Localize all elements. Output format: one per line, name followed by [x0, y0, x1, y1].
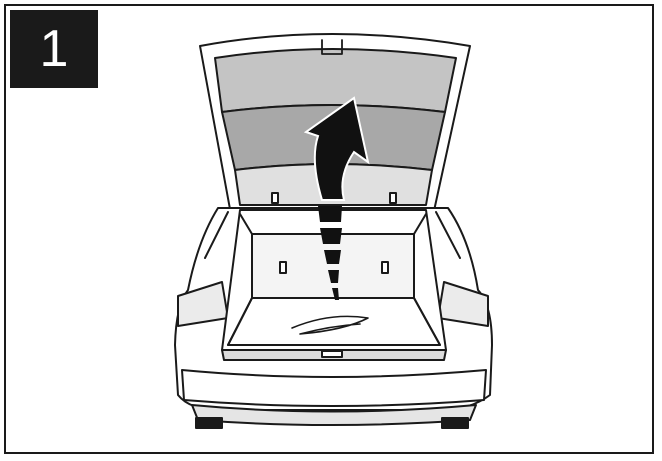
- taillight-left: [178, 282, 228, 326]
- wheel-right: [442, 418, 468, 428]
- tie-down-left: [280, 262, 286, 273]
- taillight-right: [438, 282, 488, 326]
- tie-down-right: [382, 262, 388, 273]
- hinge-right: [390, 193, 396, 203]
- hinge-left: [272, 193, 278, 203]
- trunk-floor: [228, 298, 440, 345]
- sill-latch: [322, 351, 342, 357]
- tailgate-glass: [215, 49, 456, 112]
- wheel-left: [196, 418, 222, 428]
